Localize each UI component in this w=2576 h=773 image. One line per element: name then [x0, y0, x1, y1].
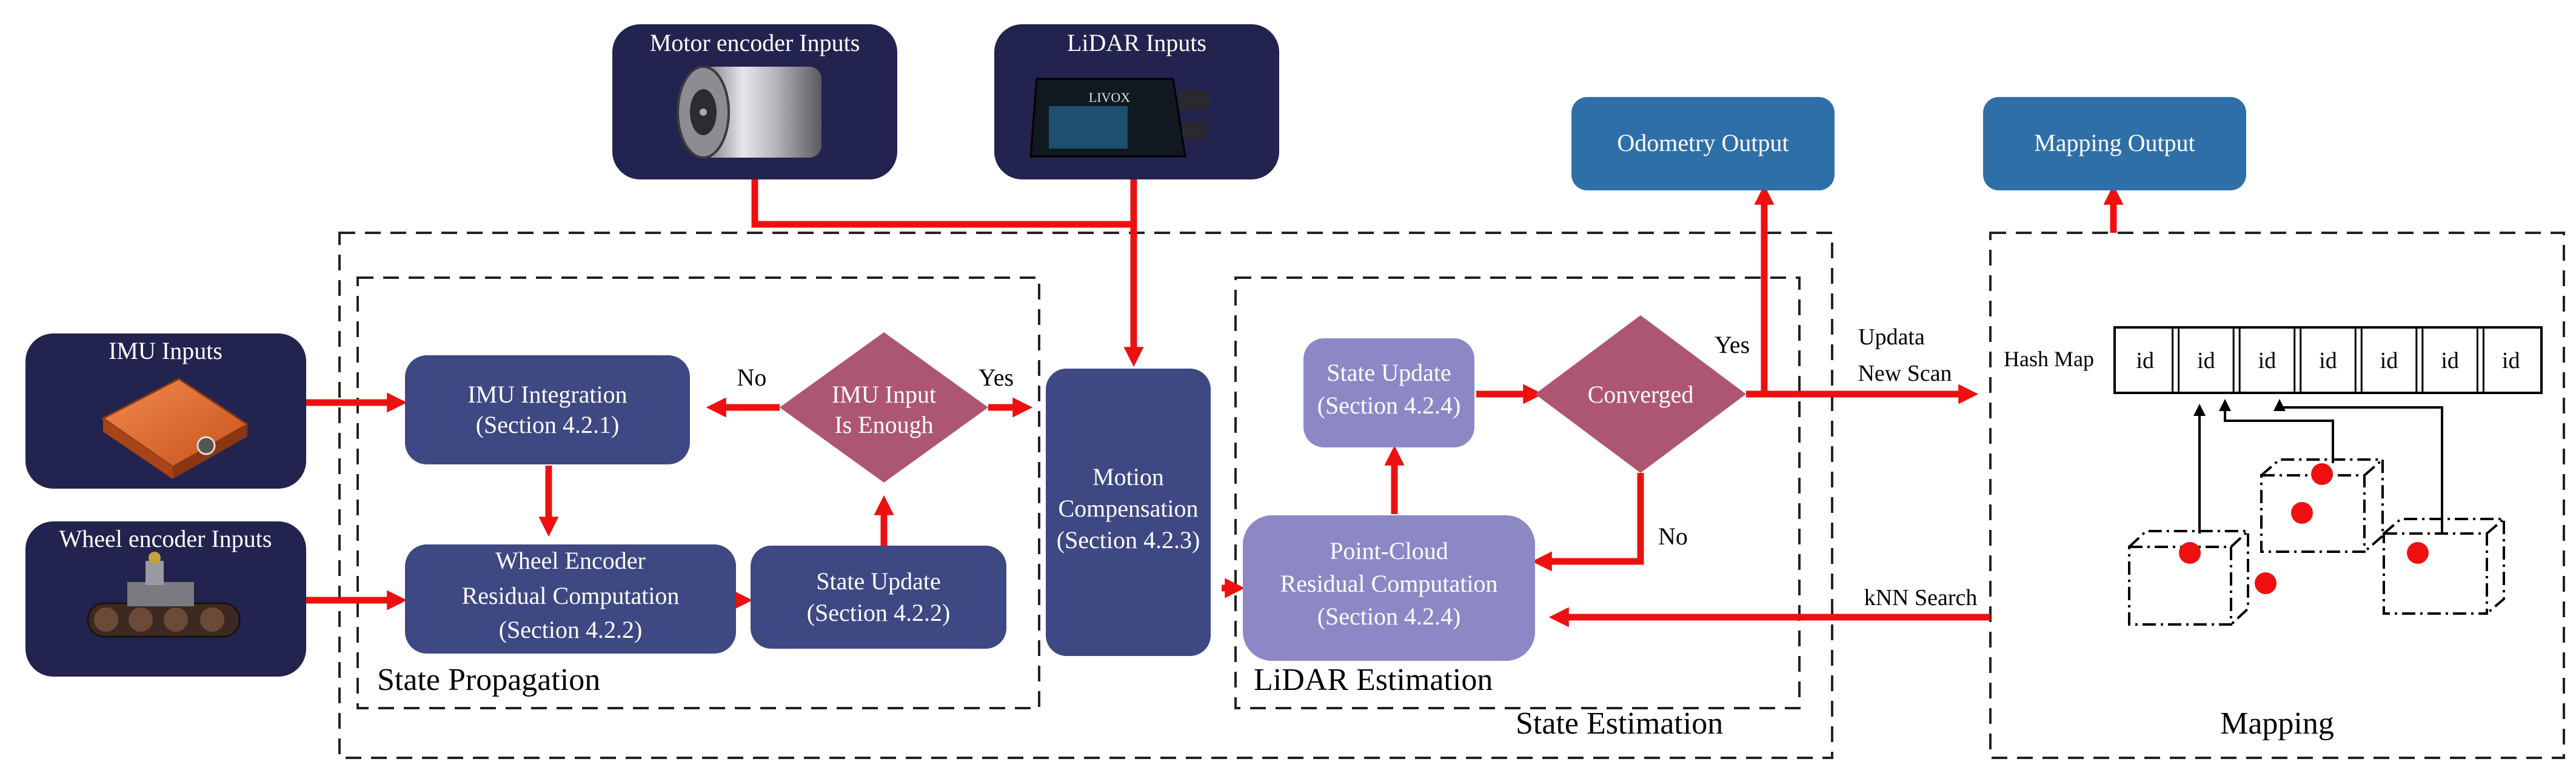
motion-compensation-box: Motion Compensation (Section 4.2.3) [1046, 369, 1211, 656]
point-cloud-line2: Residual Computation [1280, 570, 1498, 597]
wheel-encoder-input-label: Wheel encoder Inputs [59, 525, 272, 552]
wheel-encoder-line1: Wheel Encoder [495, 547, 646, 574]
update-line2-label: New Scan [1858, 361, 1952, 386]
lidar-estimation-label: LiDAR Estimation [1254, 663, 1493, 697]
state-update-propagation-box: State Update (Section 4.2.2) [751, 546, 1006, 649]
state-update-lidar-box: State Update (Section 4.2.4) [1303, 338, 1474, 447]
converged-label: Converged [1588, 381, 1694, 408]
imu-integration-box: IMU Integration (Section 4.2.1) [405, 355, 690, 464]
wheel-robot-image [87, 552, 241, 638]
state-update-lidar-line1: State Update [1326, 359, 1451, 386]
knn-search-label: kNN Search [1864, 585, 1978, 611]
motor-encoder-image [677, 65, 821, 159]
imu-integration-line1: IMU Integration [467, 381, 627, 408]
wheel-encoder-input: Wheel encoder Inputs [25, 521, 306, 677]
wheel-encoder-line2: Residual Computation [462, 582, 680, 609]
update-line1-label: Updata [1858, 324, 1925, 350]
mapping-output-label: Mapping Output [2034, 129, 2195, 156]
converged-no-label: No [1658, 523, 1688, 550]
mapping-output: Mapping Output [1983, 97, 2246, 190]
wheel-encoder-residual-box: Wheel Encoder Residual Computation (Sect… [405, 544, 736, 654]
map-points [2179, 463, 2429, 594]
wheel-encoder-line3: (Section 4.2.2) [499, 616, 643, 643]
hash-cell-id: id [2319, 348, 2337, 373]
motion-compensation-line1: Motion [1092, 463, 1164, 490]
state-update-propagation-line1: State Update [816, 567, 941, 595]
imu-input-enough-decision: IMU Input Is Enough [780, 332, 988, 483]
motor-encoder-label: Motor encoder Inputs [650, 29, 860, 56]
state-update-propagation-line2: (Section 4.2.2) [807, 599, 951, 626]
motor-encoder-input: Motor encoder Inputs [612, 24, 897, 179]
state-update-lidar-line2: (Section 4.2.4) [1317, 392, 1461, 419]
hash-pointer-lines [2193, 399, 2443, 534]
point-cloud-residual-box: Point-Cloud Residual Computation (Sectio… [1243, 515, 1535, 661]
hash-map-label: Hash Map [2004, 347, 2094, 371]
hash-cell-id: id [2502, 348, 2520, 373]
imu-integration-line2: (Section 4.2.1) [476, 411, 620, 438]
voxel-cubes [2128, 458, 2505, 626]
motor-to-merge-line [751, 169, 1134, 228]
imu-input: IMU Inputs [25, 333, 306, 489]
lidar-estimation-frame [1234, 276, 1801, 709]
state-propagation-label: State Propagation [377, 663, 600, 697]
hash-cell-id: id [2197, 348, 2215, 373]
propagation-yes-label: Yes [979, 364, 1014, 391]
lidar-input-label: LiDAR Inputs [1067, 29, 1206, 56]
mapping-frame [1989, 232, 2565, 759]
converged-no-arrow [1531, 473, 1644, 572]
converged-decision: Converged [1535, 315, 1746, 473]
converged-yes-label: Yes [1715, 331, 1750, 358]
point-cloud-line1: Point-Cloud [1330, 537, 1448, 564]
decision-line2: Is Enough [834, 411, 933, 438]
hash-map-table: id id id id id id id [2113, 326, 2543, 394]
imu-image [101, 378, 249, 479]
odometry-output-label: Odometry Output [1617, 129, 1788, 156]
motion-compensation-line3: (Section 4.2.3) [1057, 526, 1200, 554]
lidar-image: LIVOX [1029, 78, 1209, 158]
converged-to-odometry-arrow [1746, 184, 1775, 398]
mapping-label: Mapping [2220, 706, 2334, 741]
point-cloud-line3: (Section 4.2.4) [1317, 603, 1461, 630]
hash-cell-id: id [2258, 348, 2277, 373]
decision-line1: IMU Input [832, 381, 936, 408]
lidar-input: LiDAR Inputs LIVOX [994, 24, 1279, 179]
state-estimation-frame [338, 232, 1833, 759]
state-propagation-frame [356, 276, 1040, 709]
imu-input-label: IMU Inputs [109, 337, 222, 364]
odometry-output: Odometry Output [1571, 97, 1835, 190]
propagation-no-label: No [737, 364, 767, 391]
hash-cell-id: id [2136, 348, 2155, 373]
lidar-brand-label: LIVOX [1089, 90, 1131, 105]
hash-cell-id: id [2380, 348, 2398, 373]
motion-compensation-line2: Compensation [1058, 495, 1198, 522]
state-estimation-label: State Estimation [1516, 706, 1723, 741]
hash-cell-id: id [2441, 348, 2459, 373]
